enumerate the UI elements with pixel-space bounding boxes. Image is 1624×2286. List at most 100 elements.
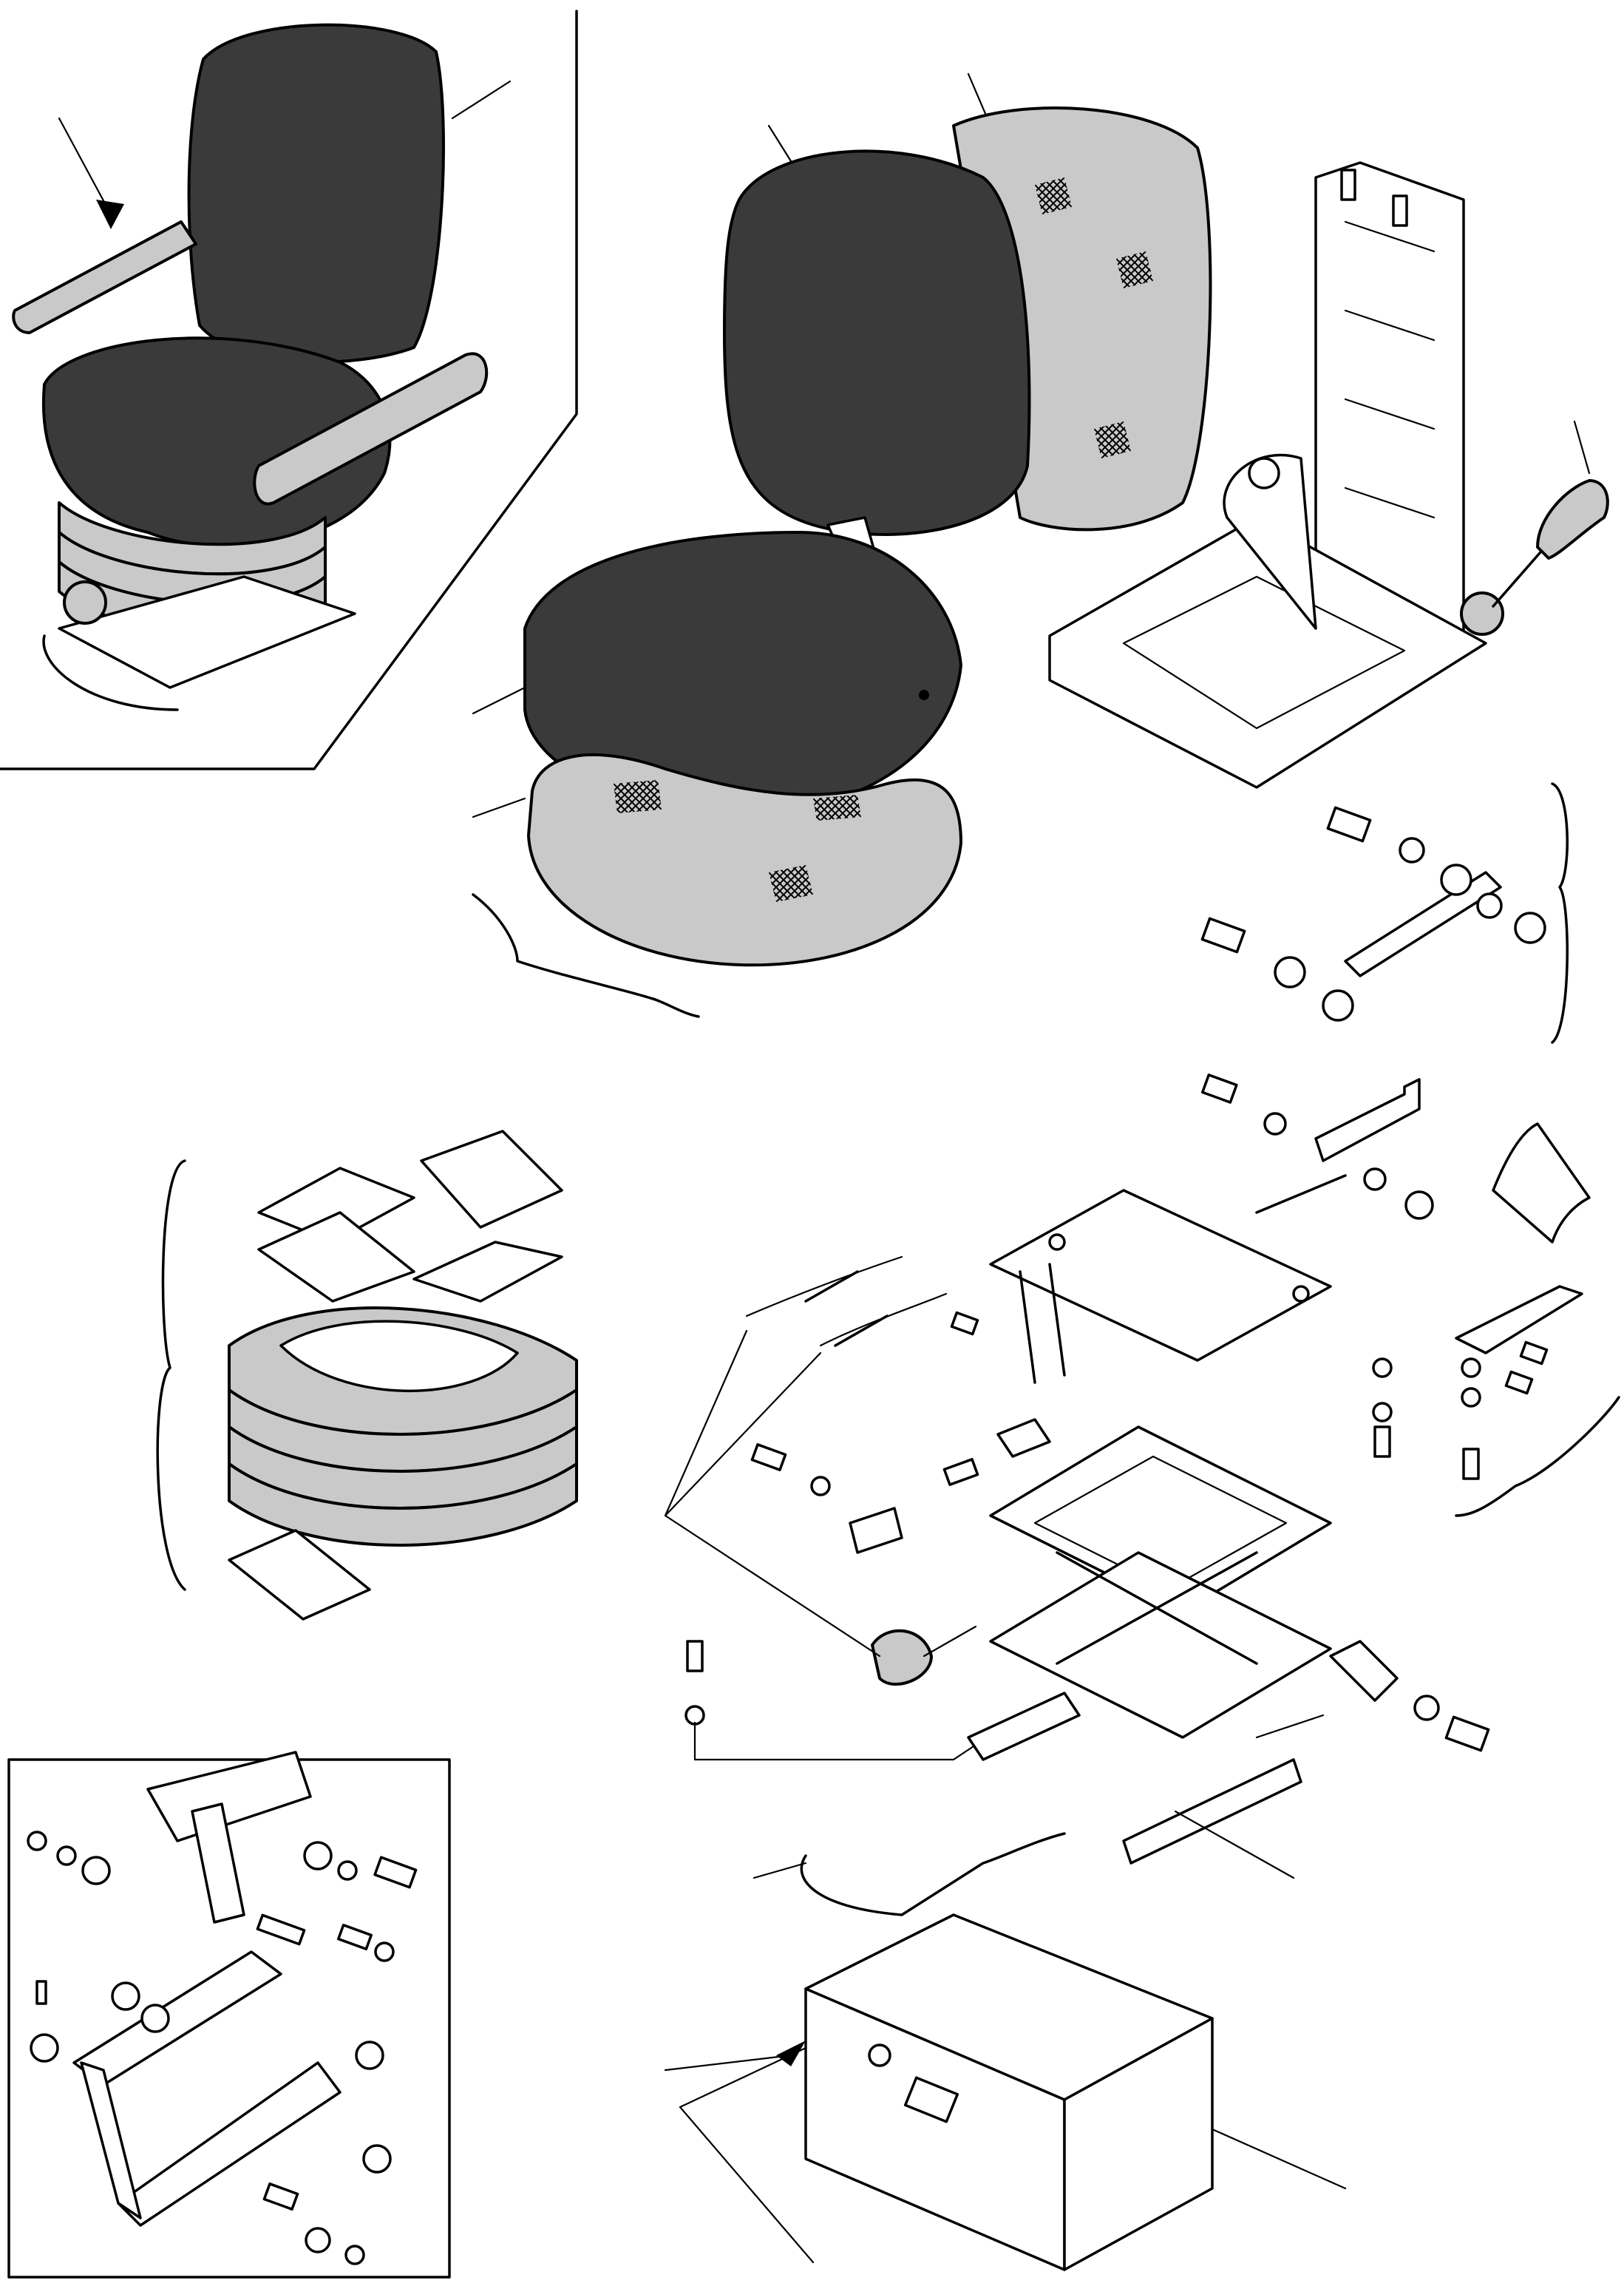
bushing xyxy=(303,1841,333,1870)
kit-bracket xyxy=(1455,1396,1620,1517)
bolt xyxy=(1462,1448,1480,1480)
spring-eye xyxy=(1440,864,1472,896)
height-adjust-knob xyxy=(871,1629,933,1686)
bolt xyxy=(1200,917,1246,954)
assembled-seat-inset xyxy=(0,10,578,770)
nut xyxy=(305,2227,331,2253)
kit-bracket xyxy=(1551,782,1569,1044)
scissor-lower-frame xyxy=(989,1551,1332,1739)
console-plate xyxy=(903,2076,959,2123)
nut xyxy=(1404,1190,1434,1220)
bushing xyxy=(30,2033,59,2063)
nut xyxy=(1322,989,1354,1022)
console-arrow-head xyxy=(776,2041,806,2066)
nut xyxy=(1514,912,1546,944)
washer xyxy=(1263,1112,1287,1136)
inset-border xyxy=(7,1758,451,2279)
bolt xyxy=(1201,1074,1238,1104)
bolt xyxy=(686,1640,704,1672)
bump-stop xyxy=(996,1418,1051,1458)
knob-shaft xyxy=(923,1625,977,1658)
bushing xyxy=(1504,1370,1534,1395)
slide-handle xyxy=(42,634,179,711)
bellows xyxy=(228,1306,578,1547)
damper-link-kit xyxy=(1372,1285,1620,1517)
pin xyxy=(256,1913,306,1946)
bushing xyxy=(140,2004,170,2033)
washer xyxy=(684,1705,705,1726)
washer xyxy=(1399,837,1425,864)
washer xyxy=(374,1941,395,1962)
pivot-hole xyxy=(1248,457,1280,489)
gas-spring xyxy=(1344,871,1502,977)
washer xyxy=(56,1845,77,1866)
seat-wire-rod xyxy=(472,893,700,1018)
lower-plate xyxy=(412,1241,563,1303)
slide-rail-group xyxy=(664,1640,1490,2271)
washer xyxy=(337,1860,358,1881)
bolt xyxy=(750,1443,787,1471)
bushing xyxy=(111,1981,140,2011)
bolt xyxy=(262,2182,299,2211)
backrest-group xyxy=(723,72,1212,578)
seat-cushion xyxy=(41,336,392,549)
frame-base xyxy=(1048,516,1487,789)
washer xyxy=(27,1831,47,1851)
bushing xyxy=(355,2041,384,2070)
bellows-clip xyxy=(228,1529,371,1621)
washer xyxy=(1363,1167,1387,1191)
scissor-link-arm xyxy=(72,1950,282,2086)
slide-release-handle xyxy=(800,1832,1066,1916)
tilt-bracket xyxy=(1314,1078,1421,1162)
console-side xyxy=(1063,2017,1214,2271)
console-lock xyxy=(868,2044,891,2067)
weight-adjust-knob xyxy=(63,580,107,625)
leader-line xyxy=(693,1721,977,1761)
washer xyxy=(1372,1402,1393,1422)
recline-lever-grip xyxy=(1536,479,1609,560)
frame-hole xyxy=(1048,1233,1066,1251)
spring-eye xyxy=(1274,956,1306,988)
seat-base-frame xyxy=(58,575,356,689)
mount-block xyxy=(146,1751,312,1842)
spring xyxy=(819,1292,948,1347)
scissor-link-arm xyxy=(117,2061,342,2227)
scissor-suspension xyxy=(664,1189,1332,1739)
link-plate xyxy=(1455,1285,1583,1354)
top-plate xyxy=(420,1130,563,1229)
spring xyxy=(745,1255,903,1317)
bolt xyxy=(1326,806,1372,843)
inset-border xyxy=(0,10,578,770)
frame-hole xyxy=(1292,1285,1310,1303)
washer xyxy=(1461,1357,1481,1378)
left-armrest xyxy=(12,220,197,334)
seat-cushion-group xyxy=(472,531,962,1018)
bellows-opening xyxy=(279,1320,519,1392)
cover-mesh-patch xyxy=(769,865,813,902)
right-armrest xyxy=(253,352,489,506)
frame-pin xyxy=(1392,194,1408,227)
leader-line xyxy=(472,686,526,715)
bushing xyxy=(81,1856,111,1885)
adhesive-label xyxy=(1492,1122,1591,1244)
washer xyxy=(810,1476,831,1496)
pin xyxy=(35,1980,47,2005)
leader-lines xyxy=(664,1329,881,1658)
backrest-cushion xyxy=(187,23,445,364)
backrest-cushion xyxy=(723,149,1031,536)
pin xyxy=(337,1924,373,1950)
rail-extension xyxy=(1255,1714,1325,1739)
bellows-kit xyxy=(156,1130,578,1621)
suspension-rods xyxy=(1019,1263,1066,1384)
bolt xyxy=(950,1311,979,1336)
leader-lines xyxy=(1174,1810,1295,1879)
tilt-threaded-rod xyxy=(1255,1174,1347,1214)
leader-line xyxy=(472,797,526,818)
slide-rail xyxy=(1122,1758,1302,1865)
inset-arrow-head xyxy=(96,200,124,229)
bushing xyxy=(1519,1340,1549,1366)
bolt xyxy=(373,1856,418,1889)
bushing xyxy=(362,2144,392,2174)
